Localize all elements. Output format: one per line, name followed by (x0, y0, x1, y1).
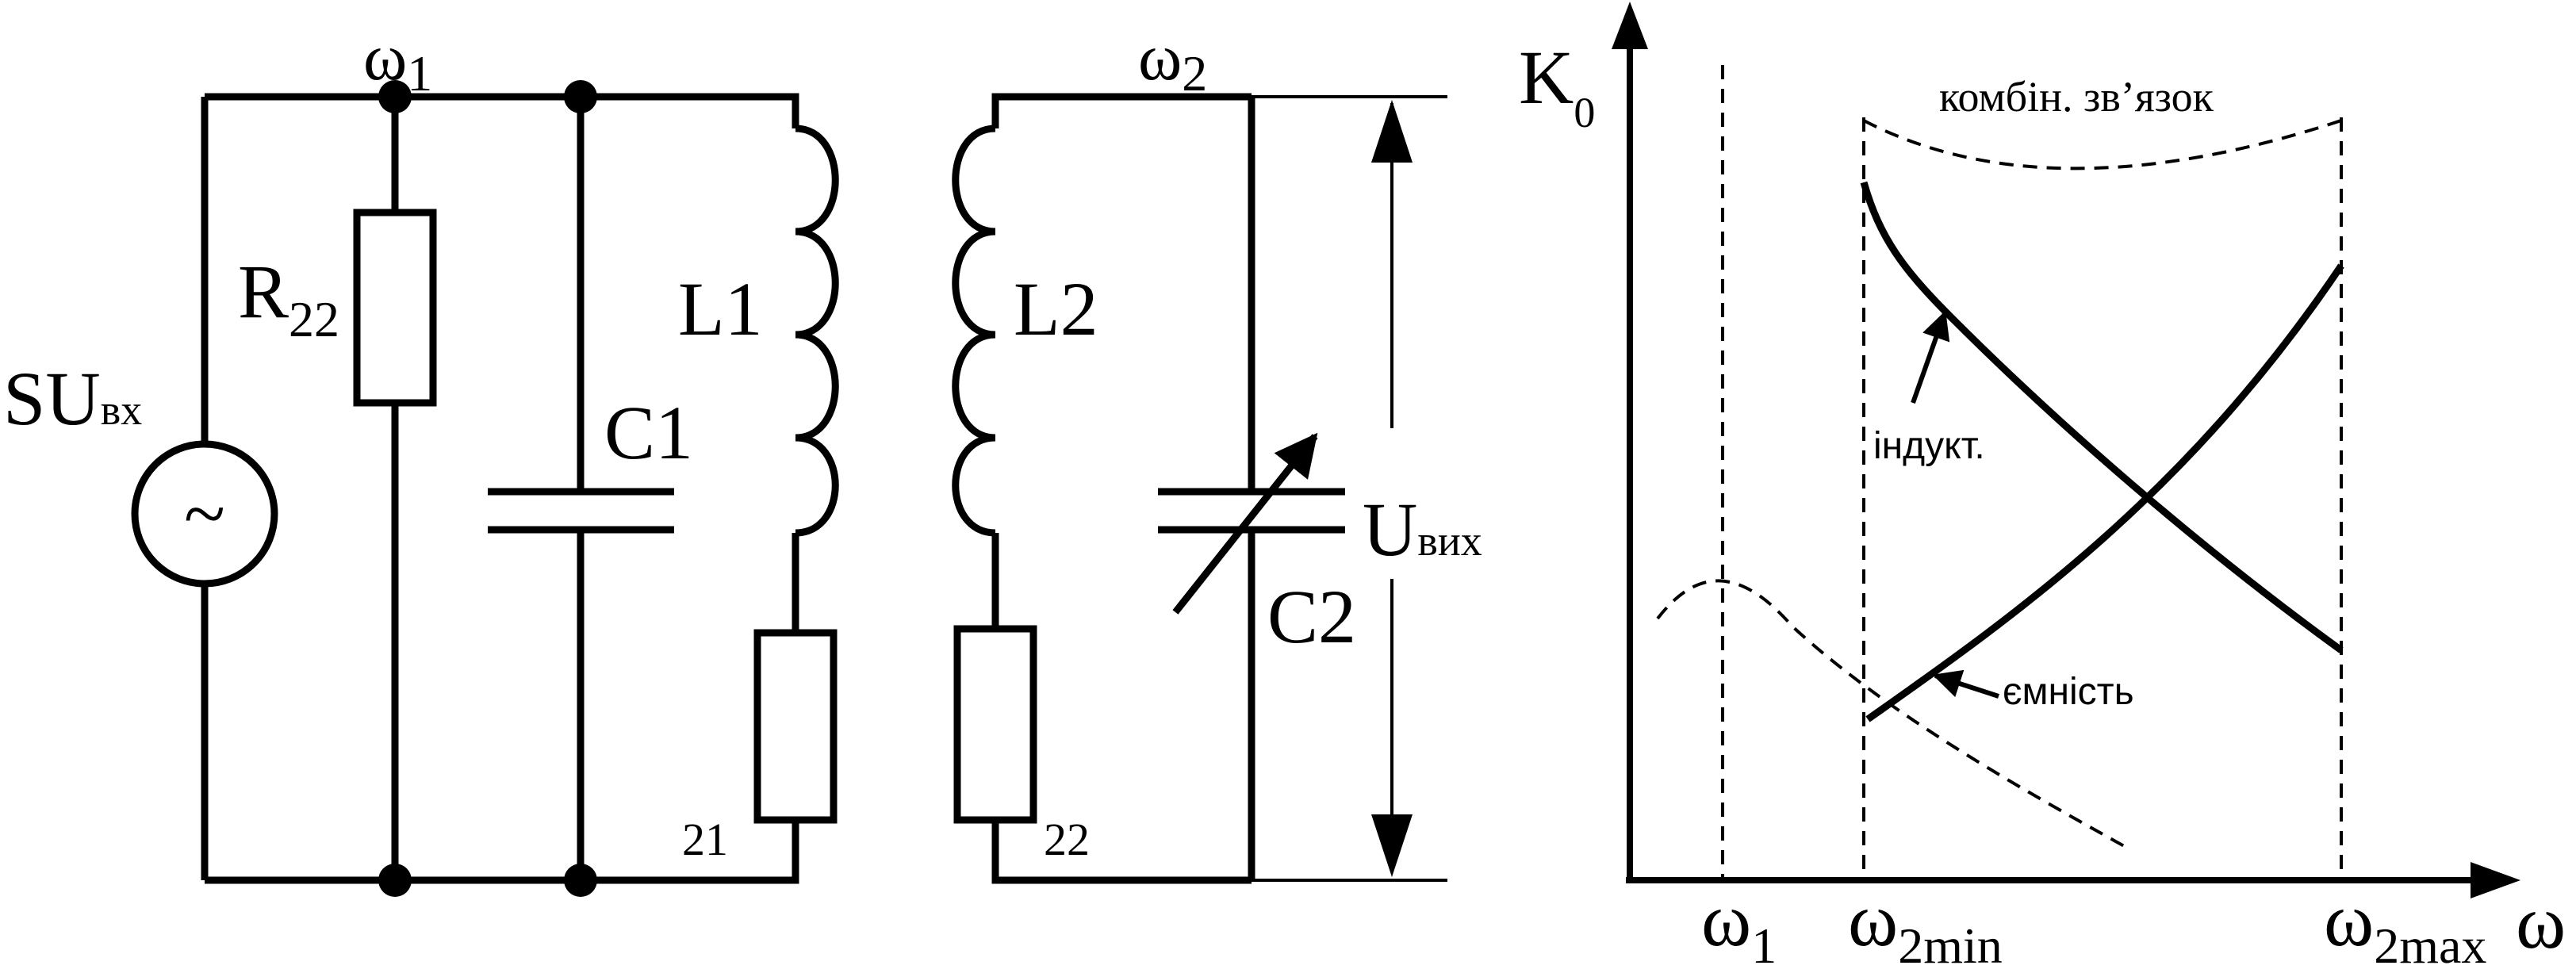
r22-label: R22 (238, 249, 339, 347)
circuit (131, 93, 1345, 884)
graph-axes (1626, 32, 2490, 883)
curve-primary-resonance (1656, 579, 2126, 849)
source-label: SUвх (3, 356, 142, 441)
label-capacitive: ємність (2003, 671, 2134, 713)
resistor-21 (753, 629, 838, 824)
junction-dot (564, 80, 597, 113)
l2-label: L2 (1014, 266, 1098, 351)
junction-dot (378, 864, 412, 897)
tick-omega1: ω1 (1701, 877, 1777, 973)
resistor-22-label: 22 (1044, 814, 1090, 865)
resistor-r22 (353, 209, 437, 407)
output-arrow-up-icon (1371, 100, 1413, 163)
label-combined-coupling: комбін. зв’язок (1939, 73, 2214, 121)
omega1-label: ω1 (363, 21, 432, 102)
capacitive-pointer-arrow-icon (1932, 669, 1999, 699)
top-wire-secondary (991, 93, 1252, 128)
variable-capacitor-arrow-icon (1172, 432, 1318, 615)
frequency-guides (1721, 65, 2343, 880)
resistor-21-label: 21 (682, 814, 728, 865)
c1-label: C1 (604, 390, 693, 475)
y-axis-label: K0 (1519, 35, 1595, 136)
label-inductive: індукт. (1873, 425, 1985, 467)
output-arrow-down-icon (1371, 814, 1413, 877)
inductor-l2 (952, 124, 996, 537)
junction-dots (378, 80, 597, 897)
l2-lower-wire (991, 533, 1252, 884)
top-wire-primary (205, 93, 799, 128)
x-axis-label: ω (2516, 879, 2566, 964)
output-voltage-label: Uвих (1363, 487, 1482, 572)
source-symbol: ~ (184, 471, 225, 556)
junction-dot (564, 864, 597, 897)
l1-label: L1 (678, 266, 763, 351)
curve-inductive (1860, 181, 2344, 653)
c2-label: C2 (1267, 574, 1356, 659)
inductive-pointer-arrow-icon (1911, 310, 1950, 404)
y-axis-arrow-icon (1612, 2, 1648, 49)
x-axis-arrow-icon (2471, 862, 2520, 898)
junction-dot (378, 80, 412, 113)
inductor-l1 (795, 124, 839, 537)
voltage-source-icon (131, 440, 278, 588)
tick-omega2min: ω2min (1848, 877, 2003, 973)
resistor-22 (953, 625, 1037, 824)
tick-omega2max: ω2max (2324, 877, 2486, 973)
omega2-label: ω2 (1138, 21, 1207, 102)
curve-combined-coupling (1863, 119, 2342, 170)
